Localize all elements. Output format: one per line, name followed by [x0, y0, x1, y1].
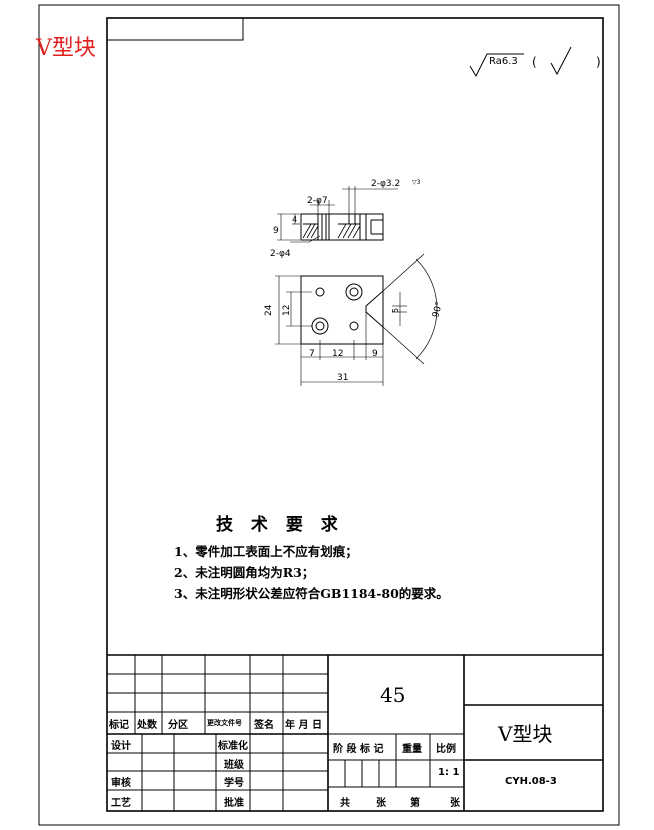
tech-requirement-1: 1、零件加工表面上不应有划痕； [174, 544, 358, 559]
dim-top-hole: 2-φ3.2 [371, 179, 400, 189]
dim-side-hole: 2-φ4 [270, 249, 291, 259]
dim-angle: 90° [431, 301, 445, 319]
roughness-close-paren: ) [596, 55, 601, 69]
tech-requirements-title: 技 术 要 求 [216, 515, 344, 535]
dim-counterbore: 2-φ7 [307, 196, 328, 206]
drawing-number: CYH.08-3 [505, 776, 557, 787]
header-date: 年 月 日 [285, 720, 322, 731]
label-process: 工艺 [111, 798, 131, 809]
scale-value: 1: 1 [438, 767, 460, 778]
header-count: 处数 [137, 720, 157, 731]
label-review: 审核 [111, 778, 131, 789]
label-number: 第 [410, 798, 420, 809]
title-block [107, 654, 603, 811]
check-mark-icon [550, 46, 572, 76]
code-box [106, 17, 244, 41]
label-standardize: 标准化 [218, 741, 248, 752]
tech-requirement-3: 3、未注明形状公差应符合GB1184-80的要求。 [174, 586, 449, 601]
label-class: 班级 [224, 760, 244, 771]
dim-height-12: 12 [282, 305, 292, 316]
dim-width-12: 12 [332, 349, 343, 359]
top-view [277, 186, 398, 243]
dim-height-24: 24 [264, 304, 274, 316]
material-value: 45 [380, 683, 406, 707]
dim-width-9: 9 [372, 349, 378, 359]
sheet-title-red: V型块 [36, 36, 96, 61]
front-view [275, 253, 438, 386]
label-sheets-2: 张 [450, 798, 460, 809]
dim-top-hole-depth: ▽3 [412, 179, 421, 186]
header-zone: 分区 [168, 720, 188, 731]
dim-width-7: 7 [309, 349, 315, 359]
label-sheets-1: 张 [376, 798, 386, 809]
hatch-right [337, 223, 361, 239]
hatch-left [302, 223, 319, 239]
label-student-no: 学号 [224, 778, 244, 789]
dim-total-31: 31 [337, 373, 348, 383]
outer-border [38, 4, 620, 826]
label-design: 设计 [111, 741, 131, 752]
label-weight: 重量 [402, 744, 422, 755]
roughness-value: Ra6.3 [489, 56, 518, 67]
dim-v-width: 5 [391, 308, 400, 313]
tech-requirement-2: 2、未注明圆角均为R3； [174, 565, 315, 580]
header-mark: 标记 [109, 720, 129, 731]
roughness-symbol [469, 53, 524, 78]
label-approve: 批准 [224, 798, 244, 809]
label-stage-mark: 阶 段 标 记 [333, 744, 384, 755]
header-sign: 签名 [254, 720, 274, 731]
inner-frame [106, 17, 604, 812]
label-total: 共 [340, 798, 350, 809]
roughness-open-paren: ( [532, 55, 537, 69]
dim-height-9: 9 [273, 226, 279, 236]
label-scale: 比例 [436, 744, 456, 755]
header-change-doc: 更改文件号 [207, 719, 242, 727]
dim-height-4: 4 [292, 215, 297, 224]
part-name: V型块 [498, 722, 553, 746]
